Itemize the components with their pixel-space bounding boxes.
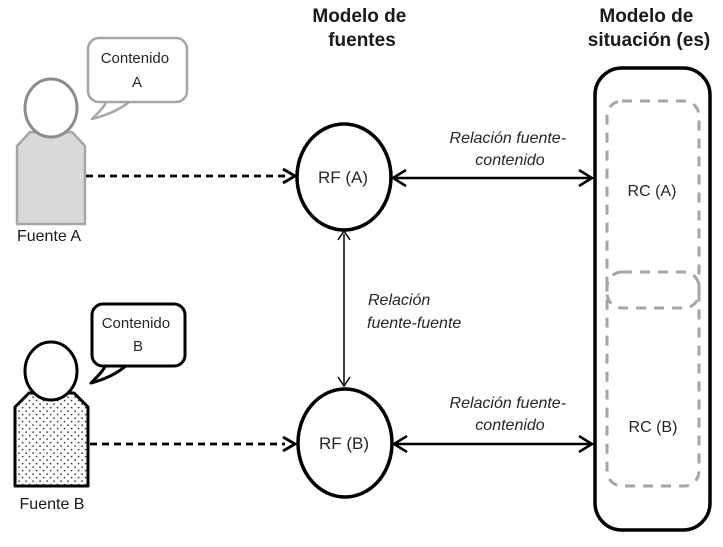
- rf-b-label: RF (B): [319, 434, 369, 453]
- relation-top-line2: contenido: [475, 152, 544, 169]
- arrow-rf-rf-down-head-icon: [337, 376, 351, 388]
- source-a-head: [23, 77, 79, 139]
- arrow-rf-a-rf-b: [337, 229, 351, 388]
- source-b-label: Fuente B: [20, 496, 85, 513]
- arrow-top-right-head-icon: [578, 168, 595, 188]
- sources-model-title: Modelo de fuentes: [312, 6, 411, 51]
- relation-source-source-line1: Relación: [368, 292, 430, 309]
- relation-source-source-line2: fuente-fuente: [367, 315, 461, 332]
- situation-model-title-line1: Modelo de: [599, 6, 693, 27]
- rc-b-dashed-box: [605, 270, 701, 488]
- bubble-b-line2: B: [133, 338, 143, 355]
- arrow-bottom-right-head-icon: [578, 434, 595, 454]
- source-a-label: Fuente A: [17, 228, 81, 245]
- relation-source-content-top-label: Relación fuente- contenido: [450, 130, 571, 169]
- arrow-source-a-to-rf-a: [86, 167, 298, 185]
- speech-bubble-a-box: [86, 36, 189, 104]
- bubble-b-line1: Contenido: [102, 315, 170, 332]
- source-b-head: [23, 340, 79, 402]
- arrow-source-a-head-icon: [282, 167, 298, 185]
- speech-bubble-a: Contenido A: [86, 36, 189, 121]
- bubble-a-line1: Contenido: [101, 50, 169, 67]
- relation-source-content-bottom-label: Relación fuente- contenido: [450, 395, 571, 434]
- relation-source-source-label: Relación fuente-fuente: [367, 292, 461, 332]
- rf-b-ellipse: [296, 387, 394, 499]
- source-b-figure: Fuente B: [13, 340, 90, 513]
- sources-model-title-line1: Modelo de: [312, 6, 406, 27]
- rc-b-label: RC (B): [629, 419, 678, 436]
- relation-bottom-line2: contenido: [475, 417, 544, 434]
- rf-a-node: RF (A): [295, 122, 393, 232]
- speech-bubble-a-text: Contenido A: [101, 50, 174, 91]
- speech-bubble-b: Contenido B: [89, 302, 187, 385]
- speech-bubble-b-box: [90, 302, 187, 368]
- rc-a-label: RC (A): [628, 183, 677, 200]
- rf-b-node: RF (B): [296, 387, 394, 499]
- bubble-a-line2: A: [132, 74, 142, 91]
- arrow-rf-a-rc-a: [390, 168, 595, 188]
- source-b-body: [13, 391, 90, 488]
- situation-model-container: RC (A) RC (B): [593, 66, 712, 532]
- sources-model-title-line2: fuentes: [328, 30, 396, 51]
- rc-a-dashed-box: [605, 99, 701, 310]
- arrow-rf-rf-up-head-icon: [337, 229, 351, 241]
- situation-model-box: [593, 66, 712, 532]
- arrow-top-left-head-icon: [390, 168, 407, 188]
- situation-model-title: Modelo de situación (es): [588, 6, 710, 51]
- source-a-figure: Fuente A: [15, 77, 87, 245]
- arrow-source-b-head-icon: [282, 435, 298, 453]
- arrow-rf-b-rc-b: [391, 434, 595, 454]
- arrow-source-b-to-rf-b: [90, 435, 298, 453]
- relation-bottom-line1: Relación fuente-: [450, 395, 567, 412]
- speech-bubble-b-text: Contenido B: [102, 315, 175, 355]
- rf-a-label: RF (A): [318, 168, 368, 187]
- situation-model-title-line2: situación (es): [588, 30, 710, 51]
- relation-top-line1: Relación fuente-: [450, 130, 567, 147]
- source-a-body: [15, 130, 87, 226]
- arrow-bottom-left-head-icon: [391, 434, 408, 454]
